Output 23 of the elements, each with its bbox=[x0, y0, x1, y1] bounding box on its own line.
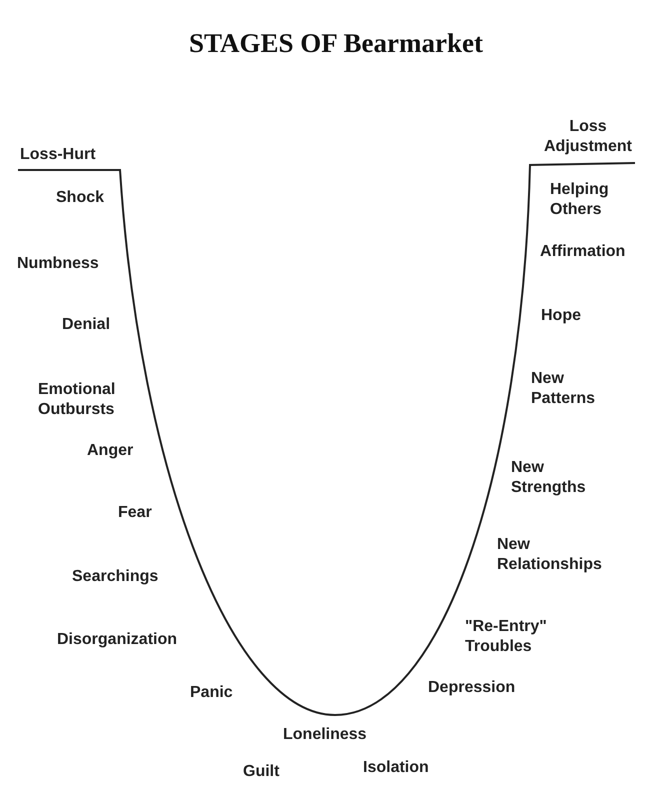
stage-label: New Relationships bbox=[497, 535, 603, 575]
stage-label: Emotional Outbursts bbox=[38, 380, 116, 420]
stage-label: Loss Adjustment bbox=[543, 117, 633, 157]
stage-label: New Strengths bbox=[511, 458, 587, 498]
stage-label: Isolation bbox=[363, 758, 430, 778]
stage-label: Affirmation bbox=[540, 242, 626, 262]
stage-label: Hope bbox=[541, 306, 582, 326]
stage-label: Searchings bbox=[72, 567, 160, 587]
stage-label: "Re-Entry" Troubles bbox=[465, 617, 548, 657]
stage-label: Fear bbox=[118, 503, 153, 523]
title: STAGES OF Bearmarket bbox=[188, 28, 484, 59]
stage-label: New Patterns bbox=[531, 369, 596, 409]
stage-label: Disorganization bbox=[57, 630, 178, 650]
stage-label: Anger bbox=[87, 441, 134, 461]
stage-label: Shock bbox=[56, 188, 106, 208]
stage-label: Loneliness bbox=[283, 725, 368, 745]
stage-label: Depression bbox=[428, 678, 516, 698]
stage-label: Numbness bbox=[17, 254, 100, 274]
stage-label: Panic bbox=[190, 683, 234, 703]
stage-label: Denial bbox=[62, 315, 112, 335]
stage-label: Guilt bbox=[243, 762, 280, 782]
stage-label: Loss-Hurt bbox=[20, 145, 97, 165]
stage-label: Helping Others bbox=[550, 180, 610, 220]
